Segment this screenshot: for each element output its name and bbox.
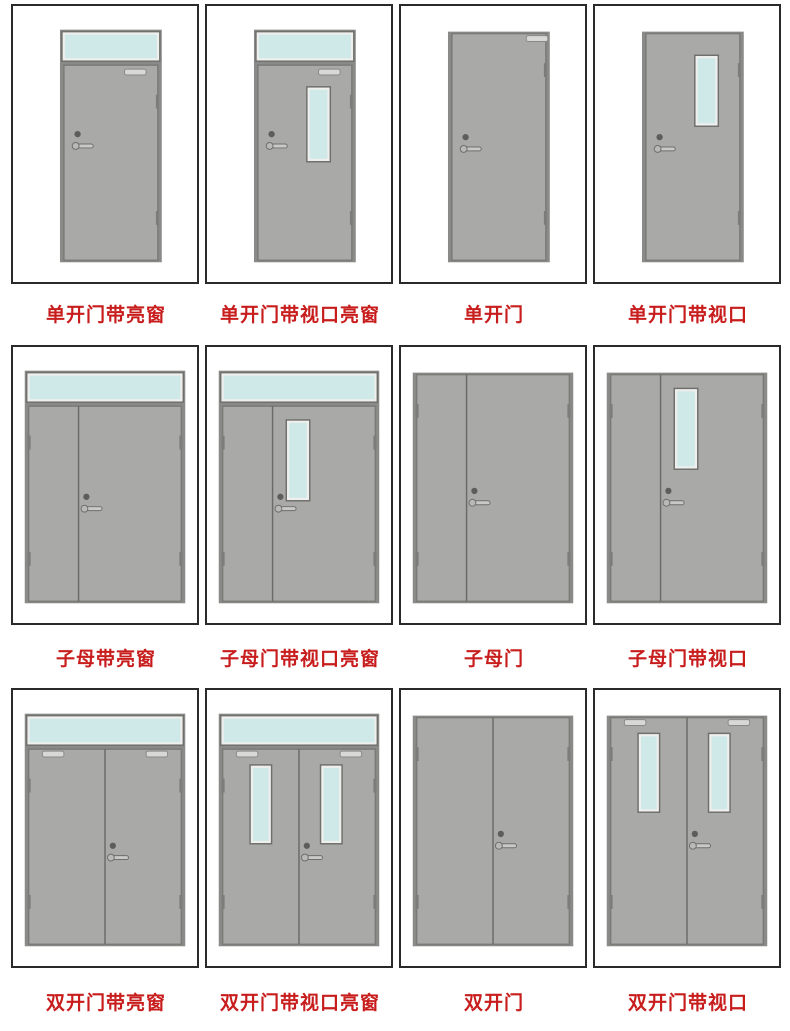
- door-card-single-transom: [11, 4, 199, 284]
- door-caption: 子母带亮窗: [55, 648, 156, 670]
- door-illustration: [641, 31, 744, 263]
- lock-cylinder-icon: [471, 487, 478, 495]
- transom-window: [29, 375, 181, 400]
- lock-cylinder-icon: [74, 130, 81, 138]
- door-closer-icon: [145, 750, 169, 758]
- door-illustration: [218, 713, 380, 947]
- door-caption: 单开门带视口亮窗: [219, 304, 380, 326]
- door-caption: 单开门带视口: [627, 304, 748, 326]
- lock-cylinder-icon: [691, 830, 698, 838]
- lock-cylinder-icon: [109, 842, 116, 849]
- door-illustration: [606, 372, 768, 604]
- door-caption: 子母门带视口亮窗: [219, 648, 380, 670]
- door-card-single-vision-transom: [205, 4, 393, 284]
- transom-window: [29, 718, 181, 743]
- lock-cylinder-icon: [303, 842, 310, 849]
- door-closer-icon: [235, 750, 259, 758]
- door-illustration: [412, 715, 574, 947]
- door-caption: 双开门带亮窗: [45, 992, 166, 1014]
- door-illustration: [253, 29, 356, 263]
- vision-panel-left: [253, 767, 269, 841]
- door-card-mother-son: [399, 345, 587, 625]
- transom-window: [64, 34, 157, 59]
- door-illustration: [412, 372, 574, 604]
- transom-window: [223, 375, 375, 400]
- door-card-mother-son-vision-transom: [205, 345, 393, 625]
- door-card-single-vision: [593, 4, 781, 284]
- lock-cylinder-icon: [656, 133, 663, 141]
- door-leaf: [257, 64, 353, 262]
- door-illustration: [24, 370, 186, 604]
- door-card-mother-son-vision: [593, 345, 781, 625]
- door-closer-icon: [623, 719, 647, 726]
- door-closer-icon: [318, 68, 341, 76]
- door-caption: 单开门带亮窗: [45, 304, 166, 326]
- lock-cylinder-icon: [497, 830, 504, 838]
- door-closer-icon: [727, 719, 751, 726]
- door-caption: 双开门带视口: [627, 992, 748, 1014]
- door-closer-icon: [525, 35, 549, 42]
- door-illustration: [24, 713, 186, 947]
- lock-cylinder-icon: [665, 487, 672, 495]
- door-caption: 双开门: [463, 992, 524, 1014]
- door-illustration: [59, 29, 162, 263]
- door-card-double-vision-transom: [205, 688, 393, 968]
- vision-panel-right: [323, 767, 340, 841]
- door-card-mother-son-transom: [11, 345, 199, 625]
- door-caption: 单开门: [463, 304, 524, 326]
- door-closer-icon: [41, 750, 65, 758]
- lock-cylinder-icon: [83, 493, 90, 500]
- vision-panel-left: [641, 736, 657, 810]
- vision-panel: [677, 391, 695, 467]
- lock-cylinder-icon: [268, 130, 275, 138]
- door-illustration: [606, 715, 768, 947]
- door-leaf: [27, 405, 183, 603]
- vision-panel: [697, 58, 716, 124]
- door-card-double-transom: [11, 688, 199, 968]
- vision-panel: [309, 89, 328, 159]
- door-caption: 子母门带视口: [627, 648, 748, 670]
- lock-cylinder-icon: [462, 133, 469, 141]
- vision-panel-right: [711, 736, 728, 810]
- door-card-double: [399, 688, 587, 968]
- door-leaf: [415, 373, 571, 603]
- vision-panel: [289, 422, 307, 498]
- transom-window: [258, 34, 351, 59]
- door-illustration: [447, 31, 550, 263]
- door-card-single: [399, 4, 587, 284]
- door-closer-icon: [339, 750, 363, 758]
- transom-window: [223, 718, 375, 743]
- door-illustration: [218, 370, 380, 604]
- lock-cylinder-icon: [277, 493, 284, 500]
- door-caption: 双开门带视口亮窗: [219, 992, 380, 1014]
- door-card-double-vision: [593, 688, 781, 968]
- door-leaf: [63, 64, 159, 262]
- door-caption: 子母门: [463, 648, 524, 670]
- door-closer-icon: [124, 68, 147, 76]
